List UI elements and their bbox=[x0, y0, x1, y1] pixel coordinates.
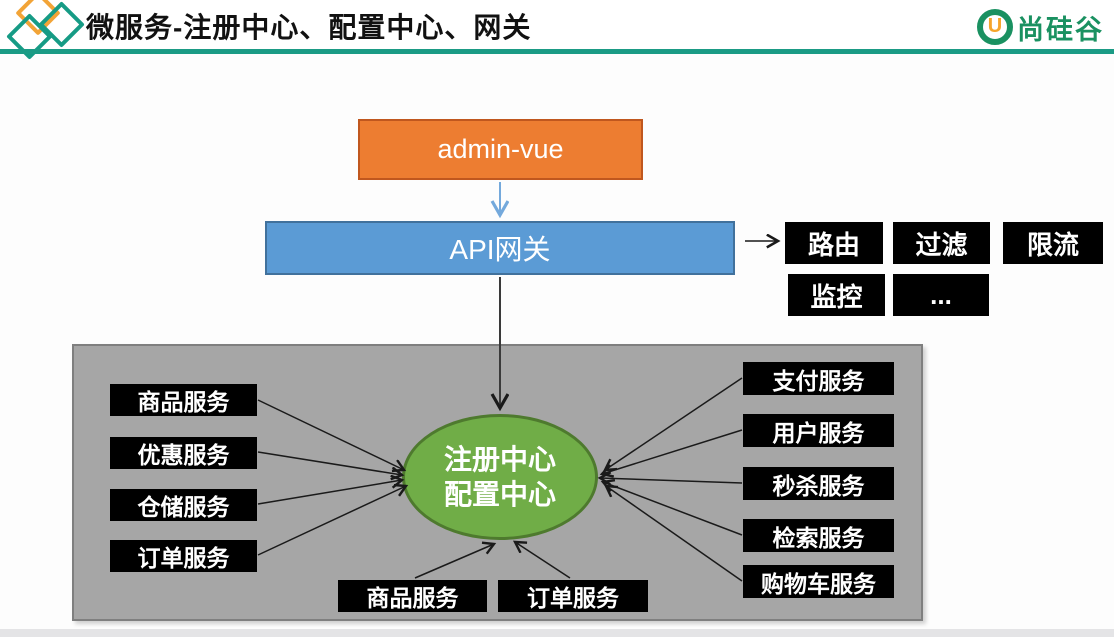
brand-logo: U 尚硅谷 bbox=[977, 7, 1104, 47]
service-box-cart: 购物车服务 bbox=[743, 565, 894, 598]
registry-center-label: 注册中心 bbox=[443, 444, 556, 475]
feature-box-monitor: 监控 bbox=[788, 274, 885, 316]
service-box-order-left: 订单服务 bbox=[110, 540, 257, 572]
feature-box-filter: 过滤 bbox=[893, 222, 990, 264]
service-box-warehouse: 仓储服务 bbox=[110, 489, 257, 521]
feature-box-routing: 路由 bbox=[785, 222, 883, 264]
footer-strip bbox=[0, 629, 1114, 637]
service-box-order-bottom: 订单服务 bbox=[498, 580, 648, 612]
node-registry-config-center: 注册中心 配置中心 bbox=[402, 414, 598, 540]
diamonds-logo-icon bbox=[0, 0, 85, 60]
node-api-gateway: API网关 bbox=[265, 221, 735, 275]
slide-title: 微服务-注册中心、配置中心、网关 bbox=[86, 12, 532, 43]
service-box-seckill: 秒杀服务 bbox=[743, 467, 894, 500]
feature-box-more: ... bbox=[893, 274, 989, 316]
service-box-user: 用户服务 bbox=[743, 414, 894, 447]
service-box-product-left: 商品服务 bbox=[110, 384, 257, 416]
header-divider bbox=[0, 49, 1114, 54]
feature-box-ratelimit: 限流 bbox=[1003, 222, 1103, 264]
service-box-coupon: 优惠服务 bbox=[110, 437, 257, 469]
service-box-product-bottom: 商品服务 bbox=[338, 580, 487, 612]
brand-u-icon: U bbox=[977, 9, 1013, 45]
brand-u-letter: U bbox=[987, 15, 1003, 37]
slide-header: 微服务-注册中心、配置中心、网关 U 尚硅谷 bbox=[0, 0, 1114, 60]
service-box-search: 检索服务 bbox=[743, 519, 894, 552]
config-center-label: 配置中心 bbox=[443, 479, 556, 510]
brand-name: 尚硅谷 bbox=[1017, 14, 1104, 45]
service-box-payment: 支付服务 bbox=[743, 362, 894, 395]
node-admin-vue: admin-vue bbox=[358, 119, 643, 180]
